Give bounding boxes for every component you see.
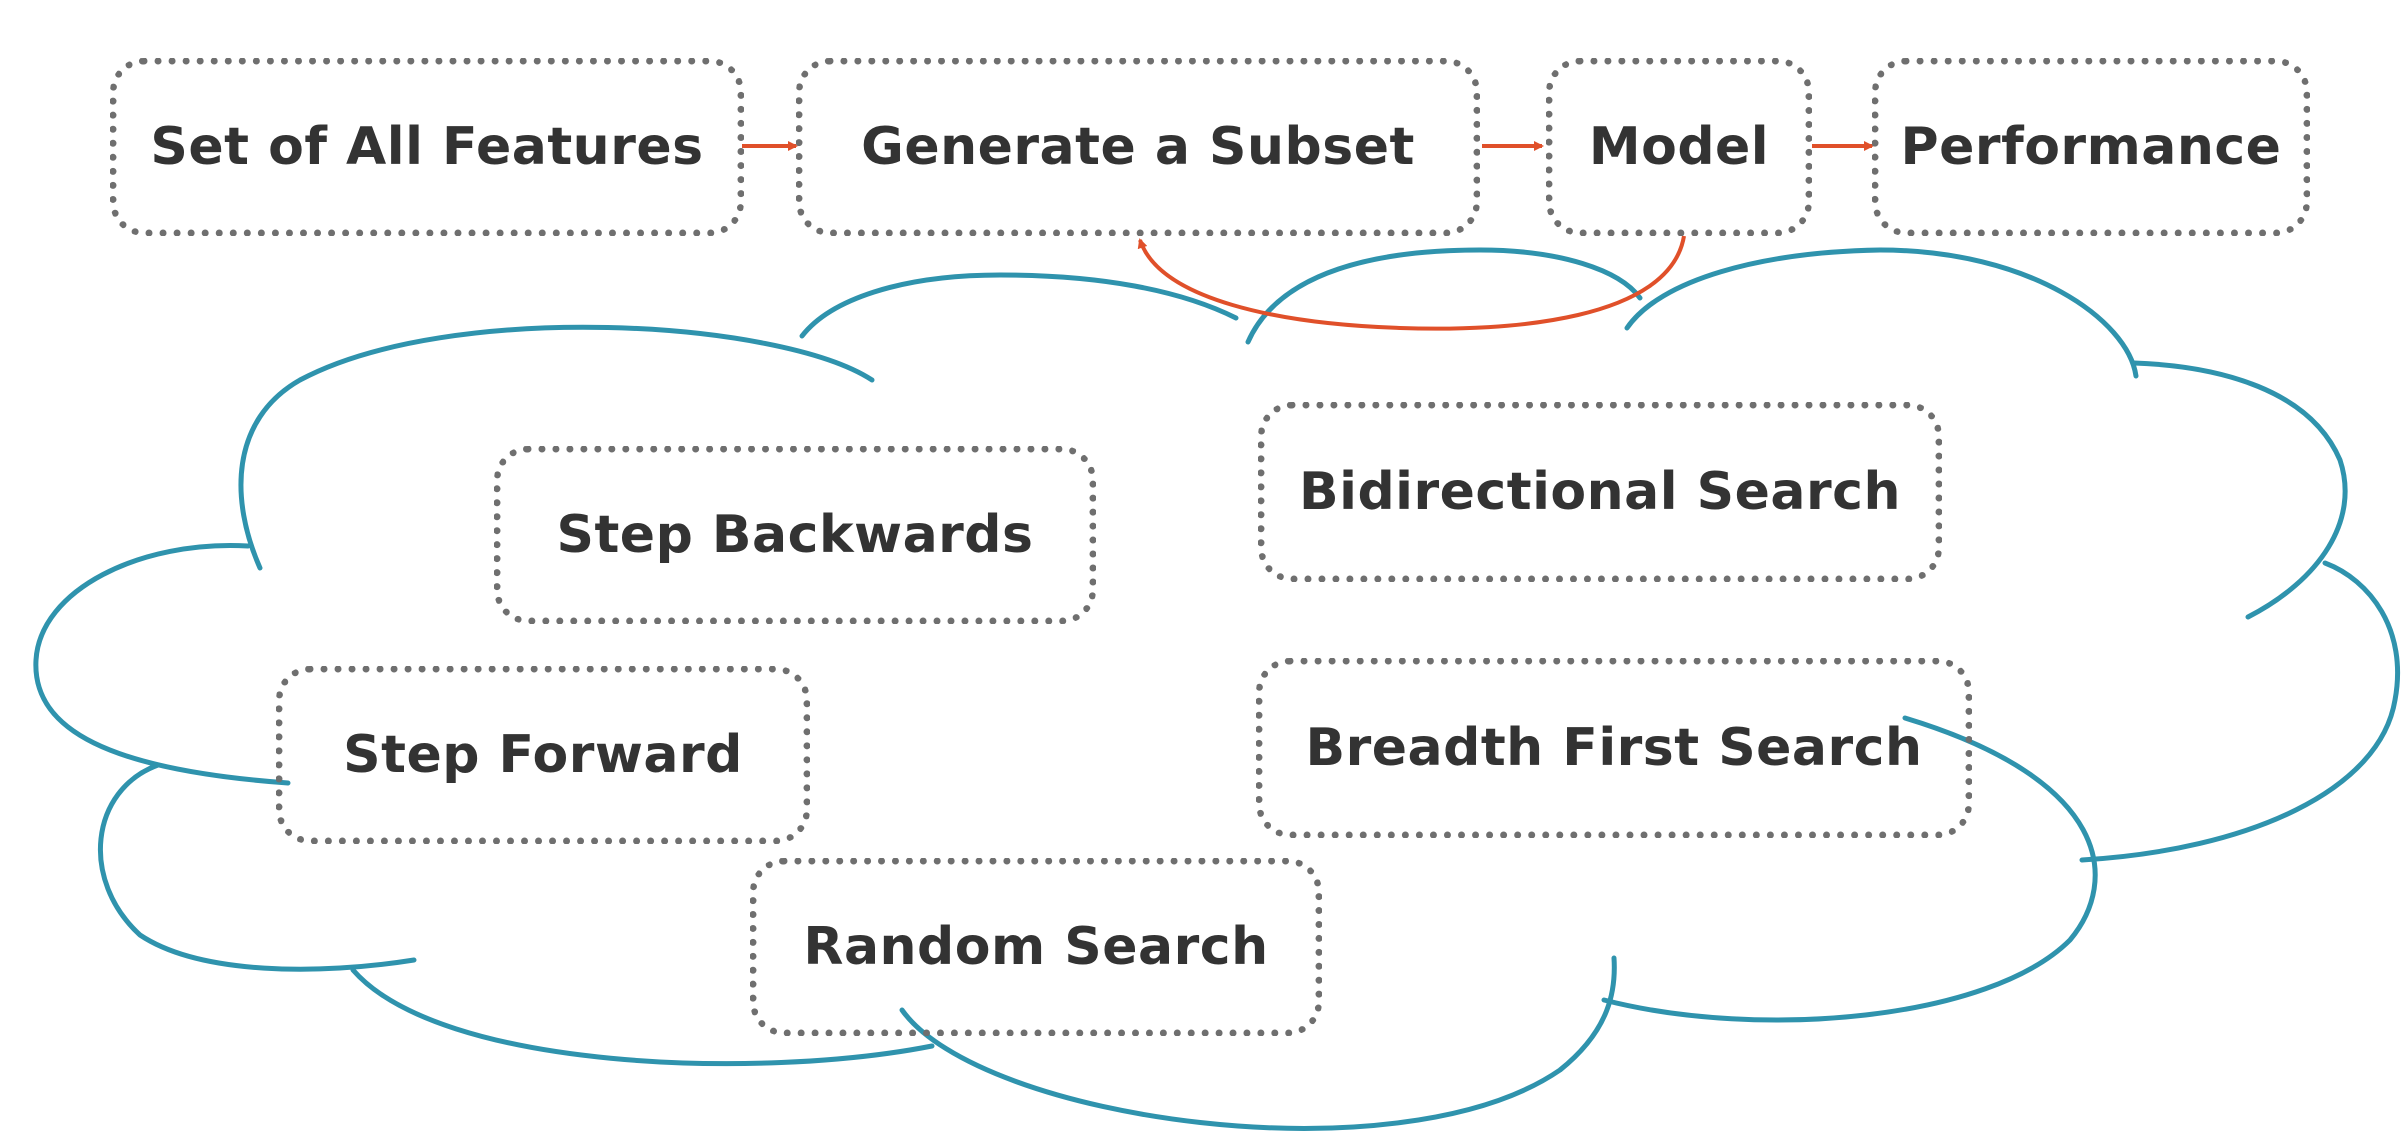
pipeline-arrows	[742, 141, 1874, 331]
performance-label: Performance	[1900, 117, 2282, 177]
cloud-arc-top-left	[238, 324, 875, 571]
cloud-arc-top-right	[1624, 247, 2139, 379]
cloud-arc-right-upper	[2131, 360, 2348, 620]
random-search-box: Random Search	[750, 858, 1322, 1036]
random-search-label: Random Search	[803, 917, 1269, 977]
model-label: Model	[1588, 117, 1770, 177]
cloud-outline	[33, 247, 2401, 1131]
step-forward-box: Step Forward	[276, 666, 810, 844]
step-forward-label: Step Forward	[343, 725, 743, 785]
cloud-arc-right	[2079, 560, 2401, 863]
cloud-arc-left-lower	[97, 762, 417, 972]
feedback-arrow-model-to-subset	[1137, 235, 1686, 331]
set-of-all-features-label: Set of All Features	[150, 117, 704, 177]
step-backwards-label: Step Backwards	[556, 505, 1034, 565]
cloud-arc-bottom	[899, 955, 1617, 1131]
set-of-all-features-box: Set of All Features	[110, 58, 744, 236]
cloud-arc-top-center	[799, 272, 1239, 339]
generate-subset-label: Generate a Subset	[861, 117, 1415, 177]
step-backwards-box: Step Backwards	[494, 446, 1096, 624]
cloud-arc-top-middle	[1245, 247, 1643, 345]
cloud-arc-bottom-right	[1601, 715, 2098, 1023]
model-box: Model	[1546, 58, 1812, 236]
bidirectional-search-box: Bidirectional Search	[1258, 402, 1942, 582]
cloud-arc-left-upper	[33, 543, 291, 786]
cloud-arc-bottom-left	[350, 967, 935, 1067]
breadth-first-search-box: Breadth First Search	[1256, 658, 1972, 838]
breadth-first-search-label: Breadth First Search	[1305, 718, 1923, 778]
generate-subset-box: Generate a Subset	[796, 58, 1480, 236]
performance-box: Performance	[1872, 58, 2310, 236]
bidirectional-search-label: Bidirectional Search	[1299, 462, 1901, 522]
